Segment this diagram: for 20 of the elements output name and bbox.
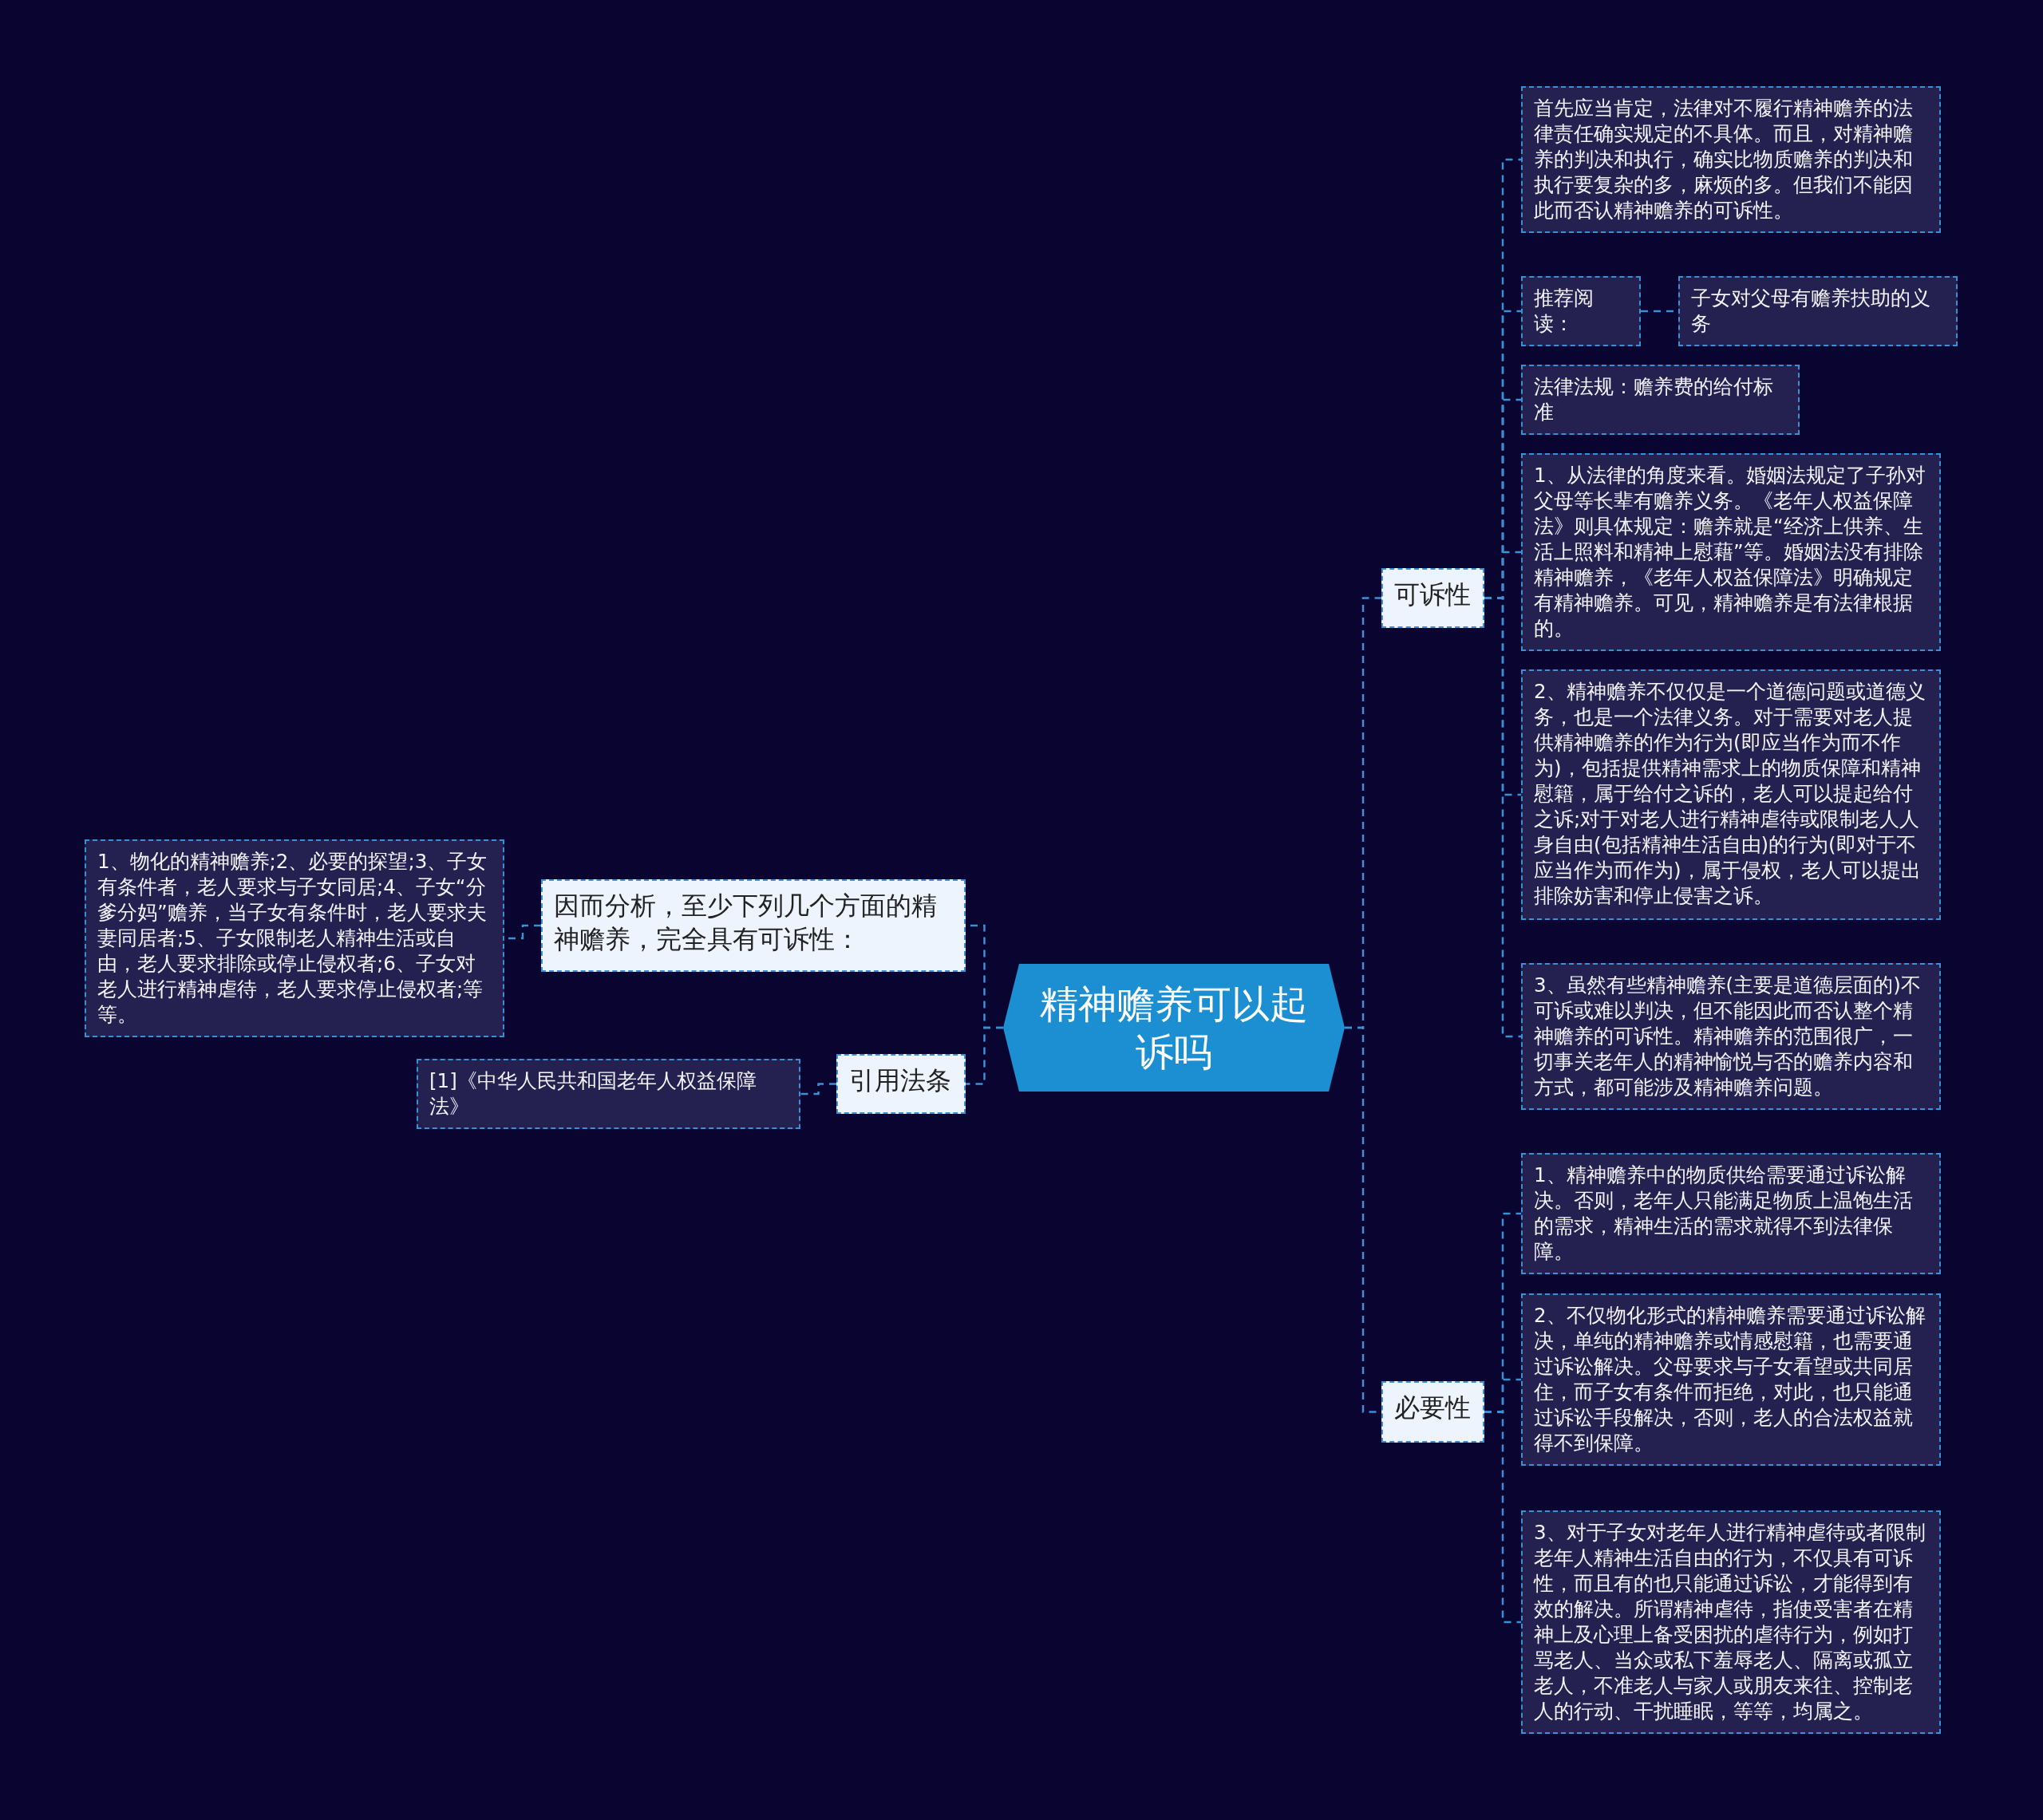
note-box: 首先应当肯定，法律对不履行精神赡养的法律责任确实规定的不具体。而且，对精神赡养的判决和执行，确实比物质赡养的判决和执行要复杂的多，麻烦的多。但我们不能因此而否认精神赡养的可诉性。 [1521, 86, 1941, 233]
note-box: 3、虽然有些精神赡养(主要是道德层面的)不可诉或难以判决，但不能因此而否认整个精神赡养的可诉性。精神赡养的范围很广，一切事关老年人的精神愉悦与否的赡养内容和方式，都可能涉及精神赡养问题。 [1521, 963, 1941, 1110]
note-box: [1]《中华人民共和国老年人权益保障法》 [417, 1059, 800, 1129]
topic-hexagon: 精神赡养可以起诉吗 [1003, 964, 1345, 1092]
note-box: 2、不仅物化形式的精神赡养需要通过诉讼解决，单纯的精神赡养或情感慰籍，也需要通过诉讼解决。父母要求与子女看望或共同居住，而子女有条件而拒绝，对此，也只能通过诉讼手段解决，否则，老人的合法权益就得不到保障。 [1521, 1293, 1941, 1466]
branch-box: 引用法条 [836, 1054, 966, 1114]
note-box: 推荐阅读： [1521, 276, 1641, 346]
branch-box: 必要性 [1381, 1381, 1484, 1443]
note-box: 1、物化的精神赡养;2、必要的探望;3、子女有条件者，老人要求与子女同居;4、子女“分爹分妈”赡养，当子女有条件时，老人要求夫妻同居者;5、子女限制老人精神生活或自由，老人要求排除或停止侵权者;6、子女对老人进行精神虐待，老人要求停止侵权者;等等。 [85, 839, 504, 1037]
branch-box: 可诉性 [1381, 568, 1484, 628]
note-box: 子女对父母有赡养扶助的义务 [1678, 276, 1958, 346]
note-box: 1、精神赡养中的物质供给需要通过诉讼解决。否则，老年人只能满足物质上温饱生活的需求，精神生活的需求就得不到法律保障。 [1521, 1153, 1941, 1274]
note-box: 3、对于子女对老年人进行精神虐待或者限制老年人精神生活自由的行为，不仅具有可诉性，而且有的也只能通过诉讼，才能得到有效的解决。所谓精神虐待，指使受害者在精神上及心理上备受困扰的虐待行为，例如打骂老人、当众或私下羞辱老人、隔离或孤立老人，不准老人与家人或朋友来往、控制老人的行动、干扰睡眠，等等，均属之。 [1521, 1510, 1941, 1734]
connector-line [966, 1026, 1003, 1085]
note-box: 法律法规：赡养费的给付标准 [1521, 365, 1800, 435]
connector-line [800, 1083, 836, 1096]
note-box: 2、精神赡养不仅仅是一个道德问题或道德义务，也是一个法律义务。对于需要对老人提供精神赡养的作为行为(即应当作为而不作为)，包括提供精神需求上的物质保障和精神慰籍，属于给付之诉的，老人可以提起给付之诉;对于对老人进行精神虐待或限制老人人身自由(包括精神生活自由)的行为(即对于不应当作为而作为)，属于侵权，老人可以提出排除妨害和停止侵害之诉。 [1521, 669, 1941, 920]
connector-line [1484, 1411, 1521, 1624]
note-box: 1、从法律的角度来看。婚姻法规定了子孙对父母等长辈有赡养义务。《老年人权益保障法》则具体规定：赡养就是“经济上供养、生活上照料和精神上慰藉”等。婚姻法没有排除精神赡养，《老年人权益保障法》明确规定有精神赡养。可见，精神赡养是有法律根据的。 [1521, 453, 1941, 651]
branch-box: 因而分析，至少下列几个方面的精神赡养，完全具有可诉性： [541, 879, 966, 972]
